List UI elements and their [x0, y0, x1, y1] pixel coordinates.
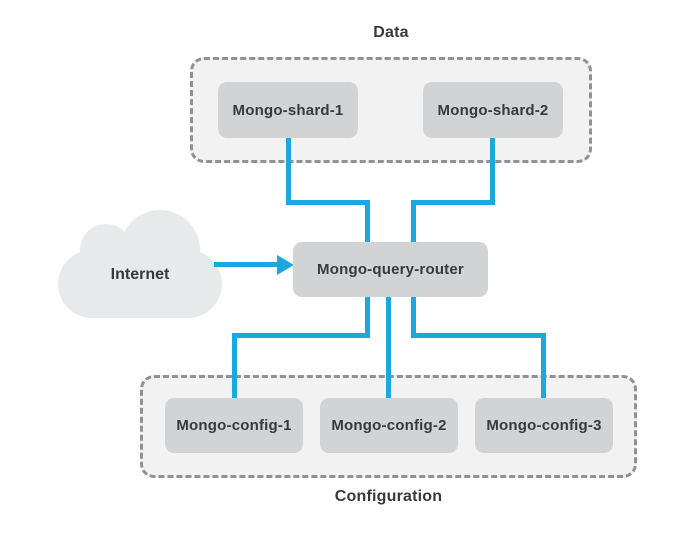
node-mongo-shard-1: Mongo-shard-1	[218, 82, 358, 138]
arrowhead-right-icon	[277, 255, 294, 275]
internet-label: Internet	[110, 266, 170, 283]
internet-to-router-arrow-line	[214, 262, 278, 267]
connector-config2-vertical	[386, 296, 391, 399]
connector-config1-horizontal	[232, 333, 370, 338]
cloud-icon	[58, 210, 222, 318]
connector-config1-vertical-top	[365, 296, 370, 338]
connector-config1-vertical-bottom	[232, 333, 237, 399]
connector-shard2-vertical-top	[490, 138, 495, 205]
connector-config3-vertical-bottom	[541, 333, 546, 399]
data-group-label: Data	[373, 24, 409, 41]
node-mongo-config-2: Mongo-config-2	[320, 398, 458, 453]
connector-config3-horizontal	[411, 333, 546, 338]
node-mongo-query-router: Mongo-query-router	[293, 242, 488, 297]
internet-cloud: Internet	[56, 208, 224, 320]
connector-shard1-horizontal	[286, 200, 370, 205]
connector-shard1-vertical-bottom	[365, 200, 370, 244]
connector-config3-vertical-top	[411, 296, 416, 338]
connector-shard2-horizontal	[411, 200, 495, 205]
configuration-group-label: Configuration	[334, 488, 443, 505]
node-mongo-config-3: Mongo-config-3	[475, 398, 613, 453]
connector-shard2-vertical-bottom	[411, 200, 416, 244]
node-mongo-config-1: Mongo-config-1	[165, 398, 303, 453]
connector-shard1-vertical-top	[286, 138, 291, 205]
node-mongo-shard-2: Mongo-shard-2	[423, 82, 563, 138]
